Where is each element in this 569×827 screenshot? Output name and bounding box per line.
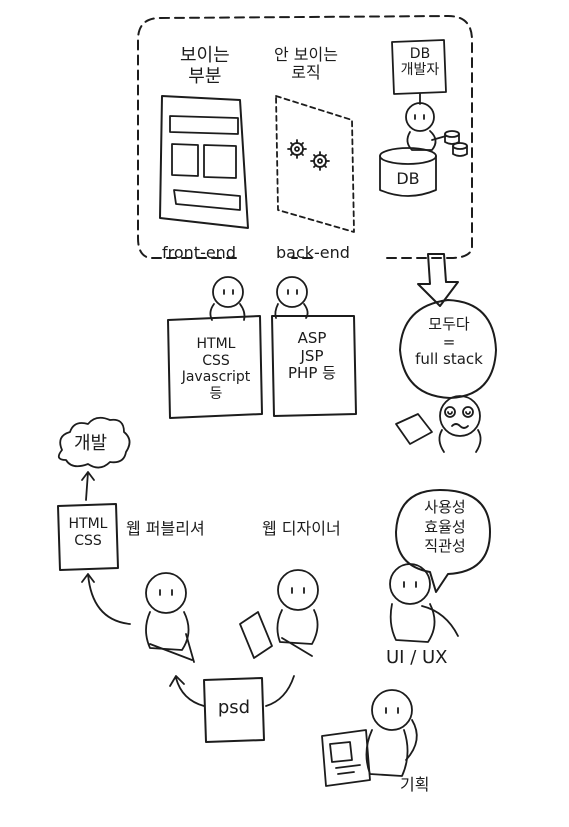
web-designer-label: 웹 디자이너 xyxy=(262,519,341,538)
psd-box xyxy=(203,677,265,743)
web-publisher-figure xyxy=(145,572,195,663)
fullstack-text: 모두다 = full stack xyxy=(415,315,483,369)
gear-icon xyxy=(287,139,307,159)
dev-cloud-label: 개발 xyxy=(74,433,108,454)
database-cylinder-icon xyxy=(379,147,437,197)
dashed-container xyxy=(137,15,473,259)
html-css-box-text: HTML CSS xyxy=(68,516,108,549)
ux-speech-bubble xyxy=(395,489,491,593)
ui-ux-label: UI / UX xyxy=(386,647,448,668)
web-publisher-label: 웹 퍼블리셔 xyxy=(126,519,205,538)
publisher-to-html-arrow xyxy=(81,573,131,625)
frontend-developer-figure xyxy=(209,276,246,321)
designer-to-psd-arrow xyxy=(265,675,295,707)
visible-part-label: 보이는 부분 xyxy=(180,45,230,87)
ux-designer-figure xyxy=(389,563,459,643)
db-developer-figure xyxy=(405,102,447,151)
frontend-stack-board xyxy=(167,315,263,419)
logic-page-icon xyxy=(275,95,355,233)
down-arrow xyxy=(417,253,459,307)
html-css-box xyxy=(57,503,119,571)
backend-stack-board xyxy=(271,315,357,417)
frontend-label: front-end xyxy=(162,243,236,262)
data-stack-icon xyxy=(444,130,468,157)
webpage-wireframe-icon xyxy=(159,95,249,229)
cloud-arrow xyxy=(81,471,95,501)
laptop-icon xyxy=(395,413,433,445)
planning-label: 기획 xyxy=(400,775,430,794)
backend-label: back-end xyxy=(276,243,350,262)
dev-cloud xyxy=(57,416,131,469)
planner-figure xyxy=(365,689,418,777)
invisible-logic-label: 안 보이는 로직 xyxy=(274,45,338,83)
gear-icon xyxy=(310,151,330,171)
db-label: DB xyxy=(396,169,420,188)
web-designer-figure xyxy=(276,569,319,657)
tablet-icon xyxy=(239,611,273,659)
db-developer-sign xyxy=(391,39,447,95)
db-developer-label: DB 개발자 xyxy=(400,46,440,79)
psd-label: psd xyxy=(217,697,251,718)
frontend-stack-text: HTML CSS Javascript 등 xyxy=(181,336,251,402)
fullstack-dizzy-figure xyxy=(438,395,482,453)
psd-to-publisher-arrow xyxy=(169,675,205,707)
storyboard-sheet-icon xyxy=(321,729,371,787)
ux-bubble-text: 사용성 효율성 직관성 xyxy=(424,498,466,555)
backend-stack-text: ASP JSP PHP 등 xyxy=(288,329,336,383)
backend-developer-figure xyxy=(274,276,309,319)
